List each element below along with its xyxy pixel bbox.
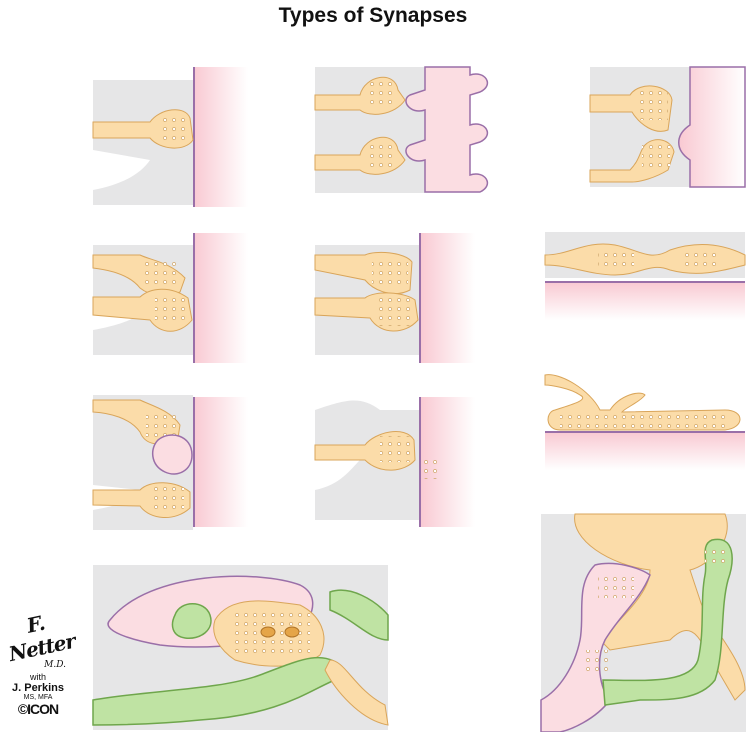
- panel-crest-synapse: [589, 66, 746, 188]
- panel-axoaxodendritic-1: [92, 233, 248, 363]
- panel-axodendritic: [92, 67, 248, 207]
- artist-signature: F. Netter: [6, 610, 77, 667]
- artist-degree: M.D.: [44, 660, 66, 670]
- panel-glomerulus: [92, 565, 389, 730]
- panel-en-passant: [544, 232, 746, 320]
- publisher-logo: ©ICON: [17, 701, 59, 717]
- panel-axon-en-passant-long: [544, 374, 745, 470]
- panel-axosomatic: [314, 397, 475, 527]
- page-title: Types of Synapses: [278, 4, 468, 27]
- with-label: with: [29, 672, 46, 682]
- panel-dendrodendritic: [540, 513, 746, 732]
- signature-block: F. Netter M.D. with J. Perkins MS, MFA ©…: [6, 611, 77, 717]
- coauthor-credentials: MS, MFA: [23, 694, 53, 701]
- panel-spine-synapses: [314, 66, 489, 193]
- coauthor-name: J. Perkins: [12, 682, 64, 694]
- panel-axoaxodendritic-2: [314, 233, 475, 363]
- panel-axoaxonic: [92, 395, 248, 530]
